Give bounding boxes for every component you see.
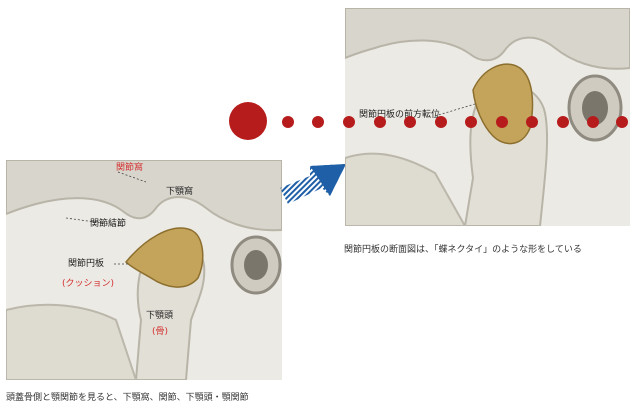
pointer-large-dot bbox=[229, 102, 267, 140]
right-arrow-icon bbox=[280, 158, 350, 213]
label-articular-disc: 関節円板 bbox=[68, 260, 104, 269]
joint-diagram-right: 関節円板の前方転位 bbox=[345, 8, 630, 226]
label-fossa-top: 関節窩 bbox=[116, 164, 143, 173]
label-disc-cushion: (クッション) bbox=[62, 280, 114, 289]
label-condyle-bone: (骨) bbox=[152, 328, 168, 337]
label-articular-tubercle: 関節結節 bbox=[90, 220, 126, 229]
joint-illustration-left bbox=[6, 160, 282, 380]
label-disc-displaced: 関節円板の前方転位 bbox=[359, 111, 440, 120]
caption-right: 関節円板の断面図は、「蝶ネクタイ」のような形をしている bbox=[344, 243, 624, 258]
joint-diagram-left: 関節窩 下顎窩 関節結節 関節円板 (クッション) 下顎頭 (骨) bbox=[6, 160, 282, 380]
caption-bottom: 頭蓋骨側と顎関節を見ると、下顎窩、関節、下顎頭・顎関節 bbox=[6, 391, 346, 406]
label-mandibular-fossa: 下顎窩 bbox=[166, 188, 193, 197]
label-condyle: 下顎頭 bbox=[146, 312, 173, 321]
